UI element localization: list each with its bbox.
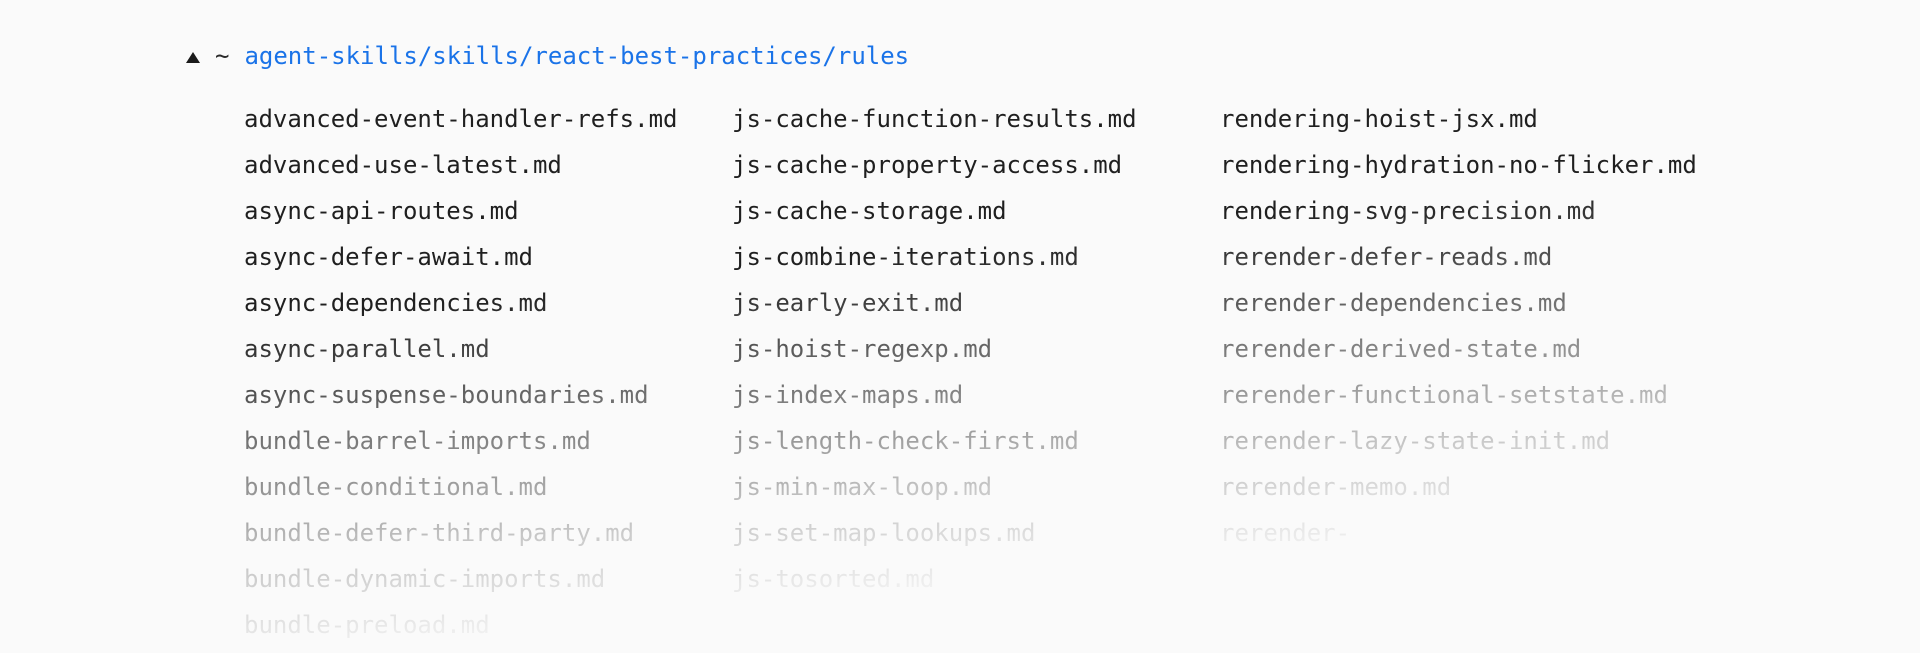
home-tilde-label: ~ — [215, 42, 230, 70]
file-item: async-defer-await.md — [244, 243, 533, 271]
file-item: rendering-hydration-no-flicker.md — [1220, 151, 1697, 179]
triangle-up-icon[interactable] — [186, 51, 200, 63]
file-item: async-parallel.md — [244, 335, 490, 363]
file-item: rerender-lazy-state-init.md — [1220, 427, 1611, 455]
directory-header: ~ agent-skills/skills/react-best-practic… — [186, 41, 909, 71]
file-item: js-index-maps.md — [732, 381, 964, 409]
file-item: rerender-memo.md — [1220, 473, 1452, 501]
file-item: js-cache-property-access.md — [732, 151, 1123, 179]
file-item: js-tosorted.md — [732, 565, 935, 593]
file-item: js-set-map-lookups.md — [732, 519, 1036, 547]
file-item: bundle-conditional.md — [244, 473, 548, 501]
file-column-2: js-cache-function-results.md js-cache-pro… — [732, 96, 1220, 602]
file-item: rendering-svg-precision.md — [1220, 197, 1596, 225]
file-grid: advanced-event-handler-refs.md advanced-u… — [244, 96, 1708, 648]
file-item: rerender-defer-reads.md — [1220, 243, 1553, 271]
file-item: async-suspense-boundaries.md — [244, 381, 649, 409]
file-item: js-cache-function-results.md — [732, 105, 1137, 133]
file-item: rerender- — [1220, 519, 1351, 547]
file-item: js-cache-storage.md — [732, 197, 1007, 225]
file-item: rerender-derived-state.md — [1220, 335, 1582, 363]
directory-path-link[interactable]: agent-skills/skills/react-best-practices… — [244, 42, 910, 70]
file-item: rendering-hoist-jsx.md — [1220, 105, 1538, 133]
file-item: bundle-barrel-imports.md — [244, 427, 591, 455]
file-item: rerender-functional-setstate.md — [1220, 381, 1668, 409]
file-item: js-early-exit.md — [732, 289, 964, 317]
file-item: advanced-event-handler-refs.md — [244, 105, 678, 133]
file-item: js-combine-iterations.md — [732, 243, 1079, 271]
file-item: advanced-use-latest.md — [244, 151, 562, 179]
file-item: js-length-check-first.md — [732, 427, 1079, 455]
file-column-1: advanced-event-handler-refs.md advanced-u… — [244, 96, 732, 648]
file-item: js-min-max-loop.md — [732, 473, 993, 501]
file-column-3: rendering-hoist-jsx.md rendering-hydratio… — [1220, 96, 1708, 556]
file-item: async-dependencies.md — [244, 289, 548, 317]
file-item: js-hoist-regexp.md — [732, 335, 993, 363]
file-item: async-api-routes.md — [244, 197, 519, 225]
file-item: bundle-dynamic-imports.md — [244, 565, 606, 593]
file-item: bundle-preload.md — [244, 611, 490, 639]
file-item: rerender-dependencies.md — [1220, 289, 1567, 317]
file-item: bundle-defer-third-party.md — [244, 519, 635, 547]
